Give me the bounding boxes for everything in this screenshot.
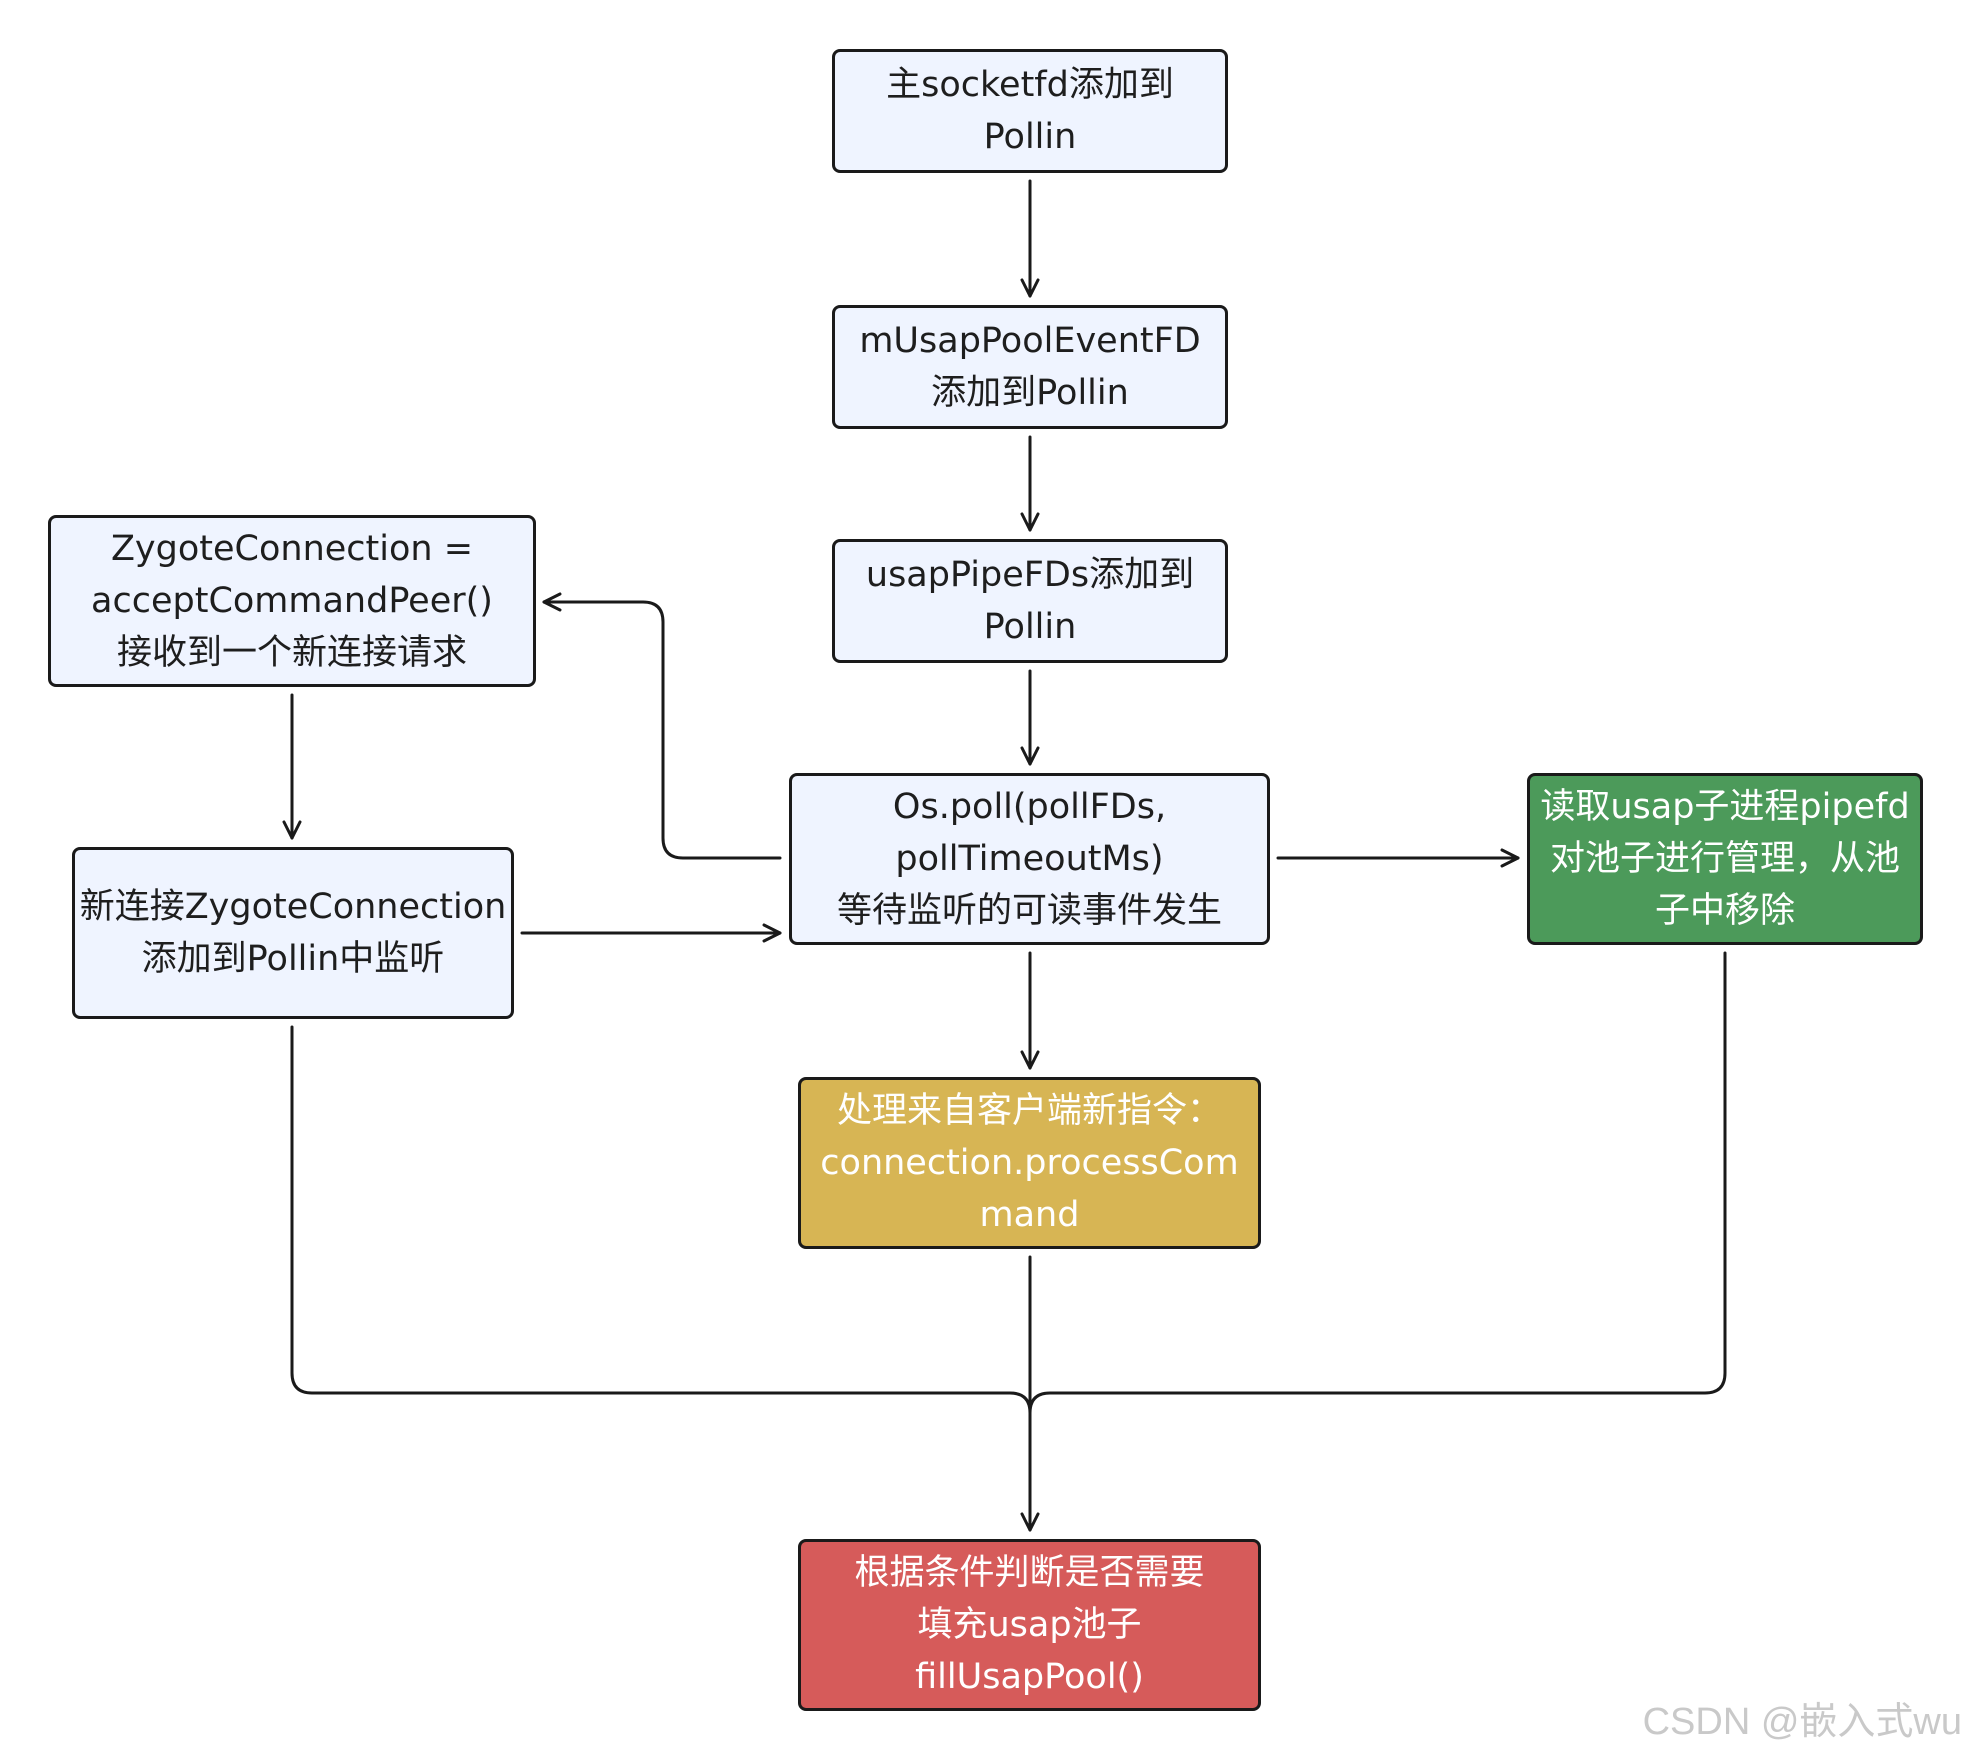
node-text-line: mUsapPoolEventFD bbox=[859, 321, 1201, 361]
node-text-line: 主socketfd添加到 bbox=[886, 65, 1174, 105]
node-text-line: mand bbox=[979, 1195, 1080, 1235]
csdn-watermark: CSDN @嵌入式wu bbox=[1642, 1701, 1962, 1743]
node-text-line: 等待监听的可读事件发生 bbox=[836, 891, 1222, 931]
node-text-line: 添加到Pollin bbox=[931, 373, 1129, 413]
node-text-line: 接收到一个新连接请求 bbox=[116, 633, 467, 673]
node-text-line: pollTimeoutMs) bbox=[895, 839, 1164, 879]
node-process-command: 处理来自客户端新指令： connection.processCom mand bbox=[798, 1077, 1261, 1249]
line-new-connection-to-merge bbox=[290, 1025, 1032, 1415]
node-text-line: 读取usap子进程pipefd bbox=[1540, 787, 1910, 827]
node-add-new-connection-to-pollin: 新连接ZygoteConnection 添加到Pollin中监听 bbox=[72, 847, 514, 1019]
node-add-pipefds-to-pollin: usapPipeFDs添加到 Pollin bbox=[832, 539, 1228, 663]
node-text-line: Os.poll(pollFDs, bbox=[892, 787, 1167, 827]
arrow-poll-to-accept bbox=[542, 592, 782, 860]
node-text-line: 对池子进行管理，从池 bbox=[1549, 839, 1900, 879]
node-text-line: 新连接ZygoteConnection bbox=[79, 887, 507, 927]
node-text-line: 根据条件判断是否需要 bbox=[854, 1553, 1205, 1593]
node-text-line: 子中移除 bbox=[1654, 891, 1795, 931]
node-add-socketfd-to-pollin: 主socketfd添加到 Pollin bbox=[832, 49, 1228, 173]
node-add-eventfd-to-pollin: mUsapPoolEventFD 添加到Pollin bbox=[832, 305, 1228, 429]
node-text-line: acceptCommandPeer() bbox=[91, 581, 493, 621]
node-text-line: Pollin bbox=[983, 607, 1077, 647]
node-text-line: 处理来自客户端新指令： bbox=[836, 1091, 1222, 1131]
line-usap-pipefd-to-merge bbox=[1028, 951, 1727, 1415]
node-text-line: connection.processCom bbox=[820, 1143, 1239, 1183]
node-text-line: fillUsapPool() bbox=[915, 1657, 1144, 1697]
node-text-line: usapPipeFDs添加到 bbox=[865, 555, 1195, 595]
node-os-poll: Os.poll(pollFDs, pollTimeoutMs) 等待监听的可读事… bbox=[789, 773, 1270, 945]
node-read-usap-pipefd: 读取usap子进程pipefd 对池子进行管理，从池 子中移除 bbox=[1527, 773, 1923, 945]
node-text-line: 添加到Pollin中监听 bbox=[141, 939, 445, 979]
node-fill-usap-pool: 根据条件判断是否需要 填充usap池子 fillUsapPool() bbox=[798, 1539, 1261, 1711]
node-text-line: ZygoteConnection = bbox=[110, 529, 474, 569]
node-text-line: Pollin bbox=[983, 117, 1077, 157]
node-accept-command-peer: ZygoteConnection = acceptCommandPeer() 接… bbox=[48, 515, 536, 687]
node-text-line: 填充usap池子 bbox=[917, 1605, 1142, 1645]
